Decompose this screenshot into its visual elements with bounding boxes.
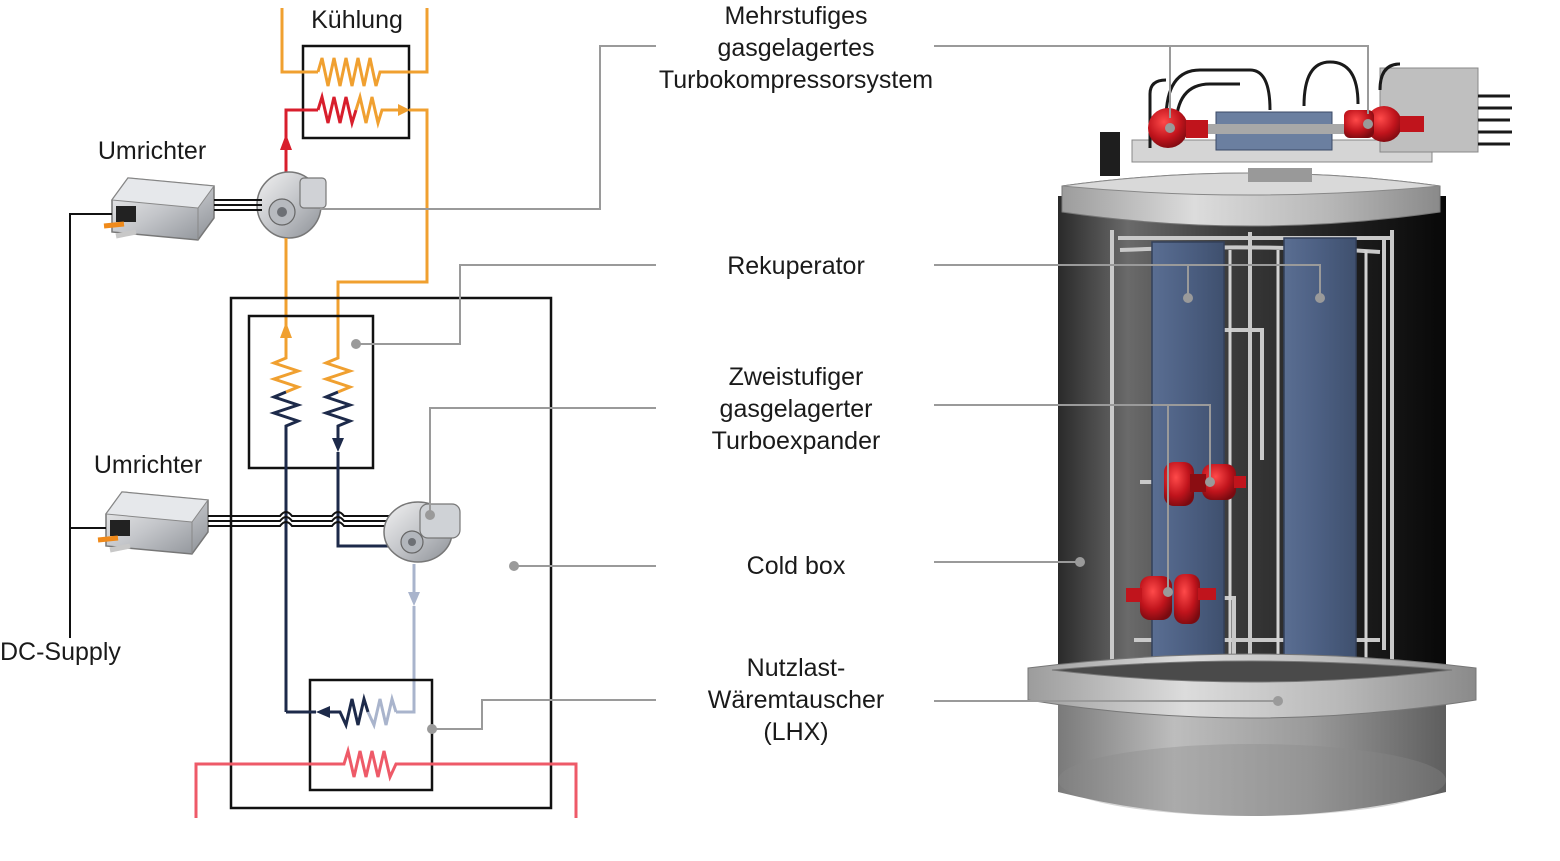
- inverter-bottom-label: Umrichter: [93, 451, 203, 479]
- callout-expander-line-3: Turboexpander: [711, 427, 881, 455]
- model-leader-lines: [934, 45, 1369, 702]
- expander-icon: [383, 501, 461, 563]
- recuperator-schematic: [247, 314, 390, 712]
- cooling-coil: [316, 57, 409, 87]
- schematic-leader-lines: [320, 45, 656, 730]
- cryostat-model: [934, 45, 1512, 816]
- callout-lhx-line-1: Nutzlast-: [746, 654, 846, 682]
- lhx-schematic: [194, 678, 578, 818]
- cooled-gas-line: [336, 108, 429, 342]
- callout-lhx-line-2: Wäremtauscher: [707, 686, 885, 714]
- base-vessel: [1058, 690, 1446, 816]
- compressor-outlet-arrow: [280, 134, 292, 150]
- callout-cold-box: Cold box: [636, 550, 956, 582]
- cooling-heat-exchanger: [280, 8, 429, 342]
- schematic-leader-dots: [351, 339, 519, 734]
- cooling-label: Kühlung: [311, 6, 403, 34]
- callout-expander: Zweistufiger gasgelagerter Turboexpander: [636, 361, 956, 457]
- cooling-water-line-left: [280, 8, 303, 74]
- callout-recuperator: Rekuperator: [636, 250, 956, 282]
- cold-box-outline: [229, 296, 553, 810]
- hot-gas-coil-orange: [354, 91, 400, 129]
- dc-supply-line-top: [69, 213, 112, 638]
- callout-expander-line-2: gasgelagerter: [719, 395, 873, 423]
- model-leader-dots: [1075, 119, 1373, 706]
- dc-supply-label: DC-Supply: [0, 638, 121, 666]
- compressor-assembly: [1100, 60, 1512, 182]
- callout-lhx: Nutzlast- Wäremtauscher (LHX): [636, 652, 956, 748]
- cooling-box: [301, 44, 411, 140]
- inverter-bottom-icon: [97, 491, 209, 555]
- inverter-top-cables: [214, 199, 262, 211]
- inverter-bottom-cables: [208, 511, 390, 527]
- callout-cold-box-line-1: Cold box: [746, 552, 846, 580]
- callout-expander-line-1: Zweistufiger: [728, 363, 864, 391]
- turboexpander-lower: [1126, 574, 1216, 624]
- recuperator-plate-right: [1283, 237, 1357, 697]
- hot-gas-coil-red: [316, 91, 358, 129]
- callout-lhx-line-3: (LHX): [763, 718, 829, 746]
- cooling-water-line-right: [409, 8, 429, 74]
- load-loop: [194, 745, 578, 818]
- expanded-gas-line: [396, 606, 416, 714]
- compressor-icon: [256, 171, 327, 239]
- callout-recuperator-line-1: Rekuperator: [727, 252, 865, 280]
- expander-outlet-arrow: [408, 592, 420, 606]
- callout-compressor: Mehrstufiges gasgelagertes Turbokompress…: [636, 0, 956, 96]
- callout-compressor-line-1: Mehrstufiges: [724, 2, 868, 30]
- callout-compressor-line-2: gasgelagertes: [717, 34, 875, 62]
- callout-compressor-line-3: Turbokompressorsystem: [658, 66, 934, 94]
- cooled-gas-arrow: [398, 104, 410, 116]
- hot-gas-inlet-line: [284, 108, 318, 142]
- inverter-top-icon: [103, 177, 215, 241]
- inverter-top-label: Umrichter: [97, 137, 207, 165]
